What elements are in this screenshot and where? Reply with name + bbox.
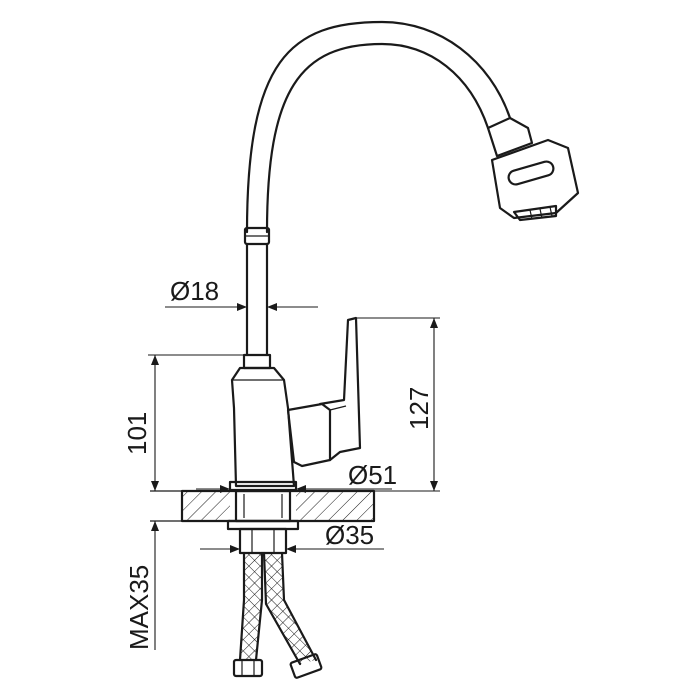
dimension-thread-diameter: Ø35	[200, 520, 384, 553]
label-base-diameter: Ø51	[348, 460, 397, 490]
spray-nozzle	[512, 204, 558, 222]
mounting-nut	[238, 527, 288, 555]
hose-fitting-left	[232, 658, 264, 678]
dimension-hose-diameter: Ø18	[165, 276, 318, 318]
spray-head	[486, 116, 580, 222]
lever-handle	[286, 316, 362, 468]
countertop-section	[150, 489, 376, 523]
faucet-body	[228, 353, 298, 492]
hose-fitting-right	[289, 653, 323, 679]
spray-slot	[507, 160, 555, 186]
dimension-max-thickness: MAX35	[124, 521, 159, 650]
dimension-base-diameter: Ø51	[196, 460, 397, 493]
label-hose-diameter: Ø18	[170, 276, 219, 306]
mounting-shank	[226, 489, 300, 555]
mounting-washer	[226, 519, 300, 531]
supply-hoses	[232, 551, 323, 679]
label-max-thickness: MAX35	[124, 565, 154, 650]
dimension-body-height: 101	[122, 354, 244, 491]
label-total-height: 127	[404, 387, 434, 430]
flexible-spout	[243, 20, 512, 357]
label-body-height: 101	[122, 412, 152, 455]
dimension-total-height: 127	[356, 317, 440, 492]
label-thread-diameter: Ø35	[325, 520, 374, 550]
